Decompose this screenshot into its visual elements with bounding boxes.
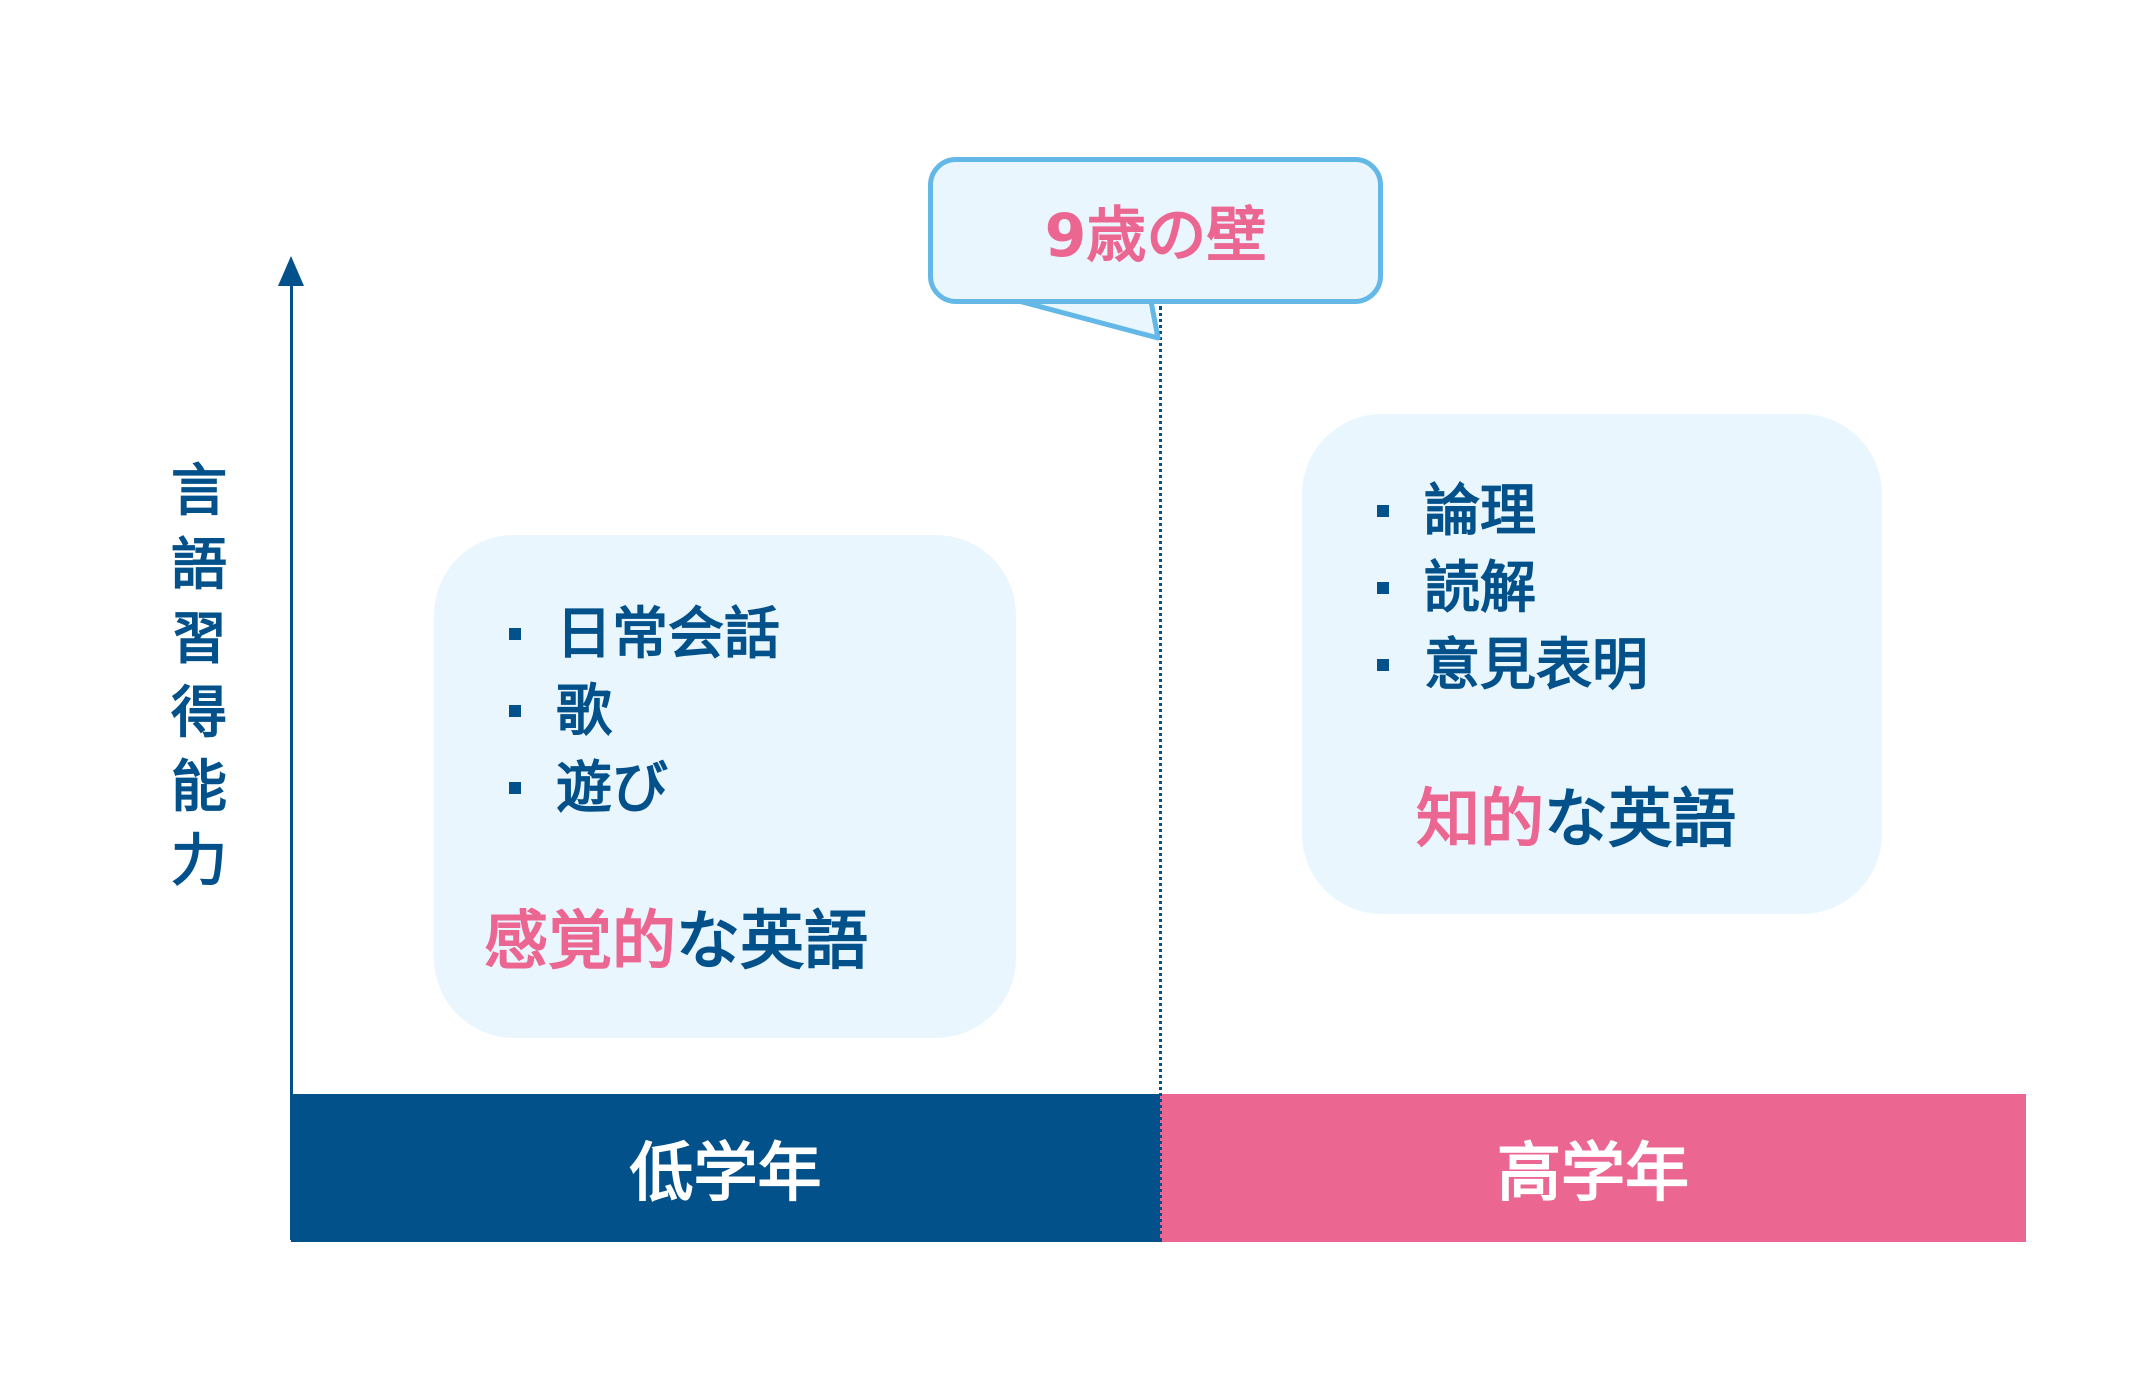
band-upper-grades: 高学年 [1160,1094,2026,1242]
list-item: 歌 [506,673,780,750]
callout-text: 9歳の壁 [1044,201,1267,271]
band-upper-label: 高学年 [1497,1137,1689,1211]
summary-rest: な英語 [676,905,868,979]
summary-rest: な英語 [1544,783,1736,857]
band-lower-label: 低学年 [629,1137,822,1211]
summary-highlight: 知的 [1416,783,1544,857]
list-item: 読解 [1374,550,1648,627]
info-box-upper [1302,414,1882,914]
y-axis-arrow-icon [278,256,304,286]
lower-skill-list: 日常会話 歌 遊び [506,596,780,827]
upper-skill-list: 論理 読解 意見表明 [1374,473,1648,704]
y-axis-label: 言 語 習 得 能 力 [168,455,230,899]
y-axis-label-char: 力 [171,829,227,894]
band-lower-grades: 低学年 [291,1094,1160,1242]
y-axis-label-char: 言 [171,459,227,524]
y-axis-line [290,280,293,1240]
list-item: 論理 [1374,473,1648,550]
summary-highlight: 感覚的 [484,905,676,979]
list-item: 日常会話 [506,596,780,673]
y-axis-label-char: 語 [171,533,227,598]
y-axis-label-char: 能 [171,755,227,820]
list-item: 意見表明 [1374,627,1648,704]
y-axis-label-char: 習 [171,607,227,672]
callout-bubble: 9歳の壁 [928,157,1383,304]
info-box-lower [434,535,1016,1038]
list-item: 遊び [506,750,780,827]
y-axis-label-char: 得 [171,681,227,746]
summary-lower: 感覚的な英語 [484,902,868,982]
age-divider-line [1159,306,1162,1242]
summary-upper: 知的な英語 [1416,780,1736,860]
